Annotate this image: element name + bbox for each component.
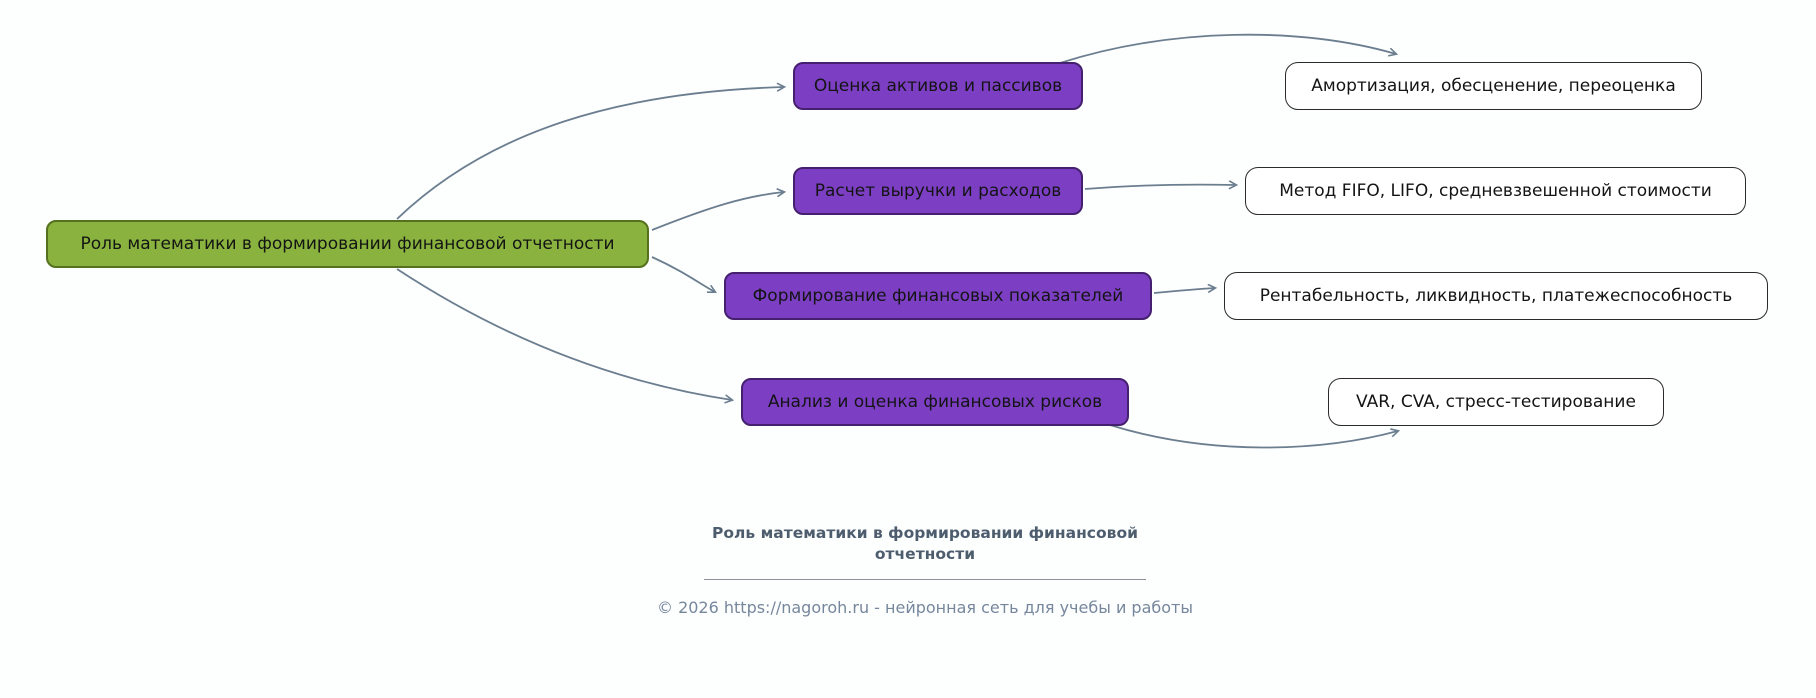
- leaf-node-4: VAR, CVA, стресс-тестирование: [1328, 378, 1664, 426]
- root-node: Роль математики в формировании финансово…: [46, 220, 649, 268]
- leaf-node-1: Амортизация, обесценение, переоценка: [1285, 62, 1702, 110]
- branch-node-2: Расчет выручки и расходов: [793, 167, 1083, 215]
- arrow-root-to-branch-2: [651, 192, 784, 231]
- arrow-branch-3-to-leaf-3: [1153, 288, 1215, 294]
- leaf-node-3: Рентабельность, ликвидность, платежеспос…: [1224, 272, 1768, 320]
- footer-title: Роль математики в формировании финансово…: [712, 524, 1138, 563]
- branch-node-4: Анализ и оценка финансовых рисков: [741, 378, 1129, 426]
- arrow-root-to-branch-1: [396, 87, 784, 220]
- footer-copyright: © 2026 https://nagoroh.ru - нейронная се…: [656, 597, 1193, 617]
- branch-node-3: Формирование финансовых показателей: [724, 272, 1152, 320]
- footer: Роль математики в формировании финансово…: [625, 523, 1225, 617]
- arrow-branch-1-to-leaf-1: [1059, 33, 1396, 64]
- arrow-root-to-branch-4: [396, 268, 732, 400]
- arrow-branch-2-to-leaf-2: [1084, 185, 1236, 190]
- branch-node-1: Оценка активов и пассивов: [793, 62, 1083, 110]
- arrow-root-to-branch-3: [651, 256, 715, 292]
- arrow-branch-4-to-leaf-4: [1109, 424, 1398, 449]
- footer-divider: [704, 578, 1146, 580]
- leaf-node-2: Метод FIFO, LIFO, средневзвешенной стоим…: [1245, 167, 1746, 215]
